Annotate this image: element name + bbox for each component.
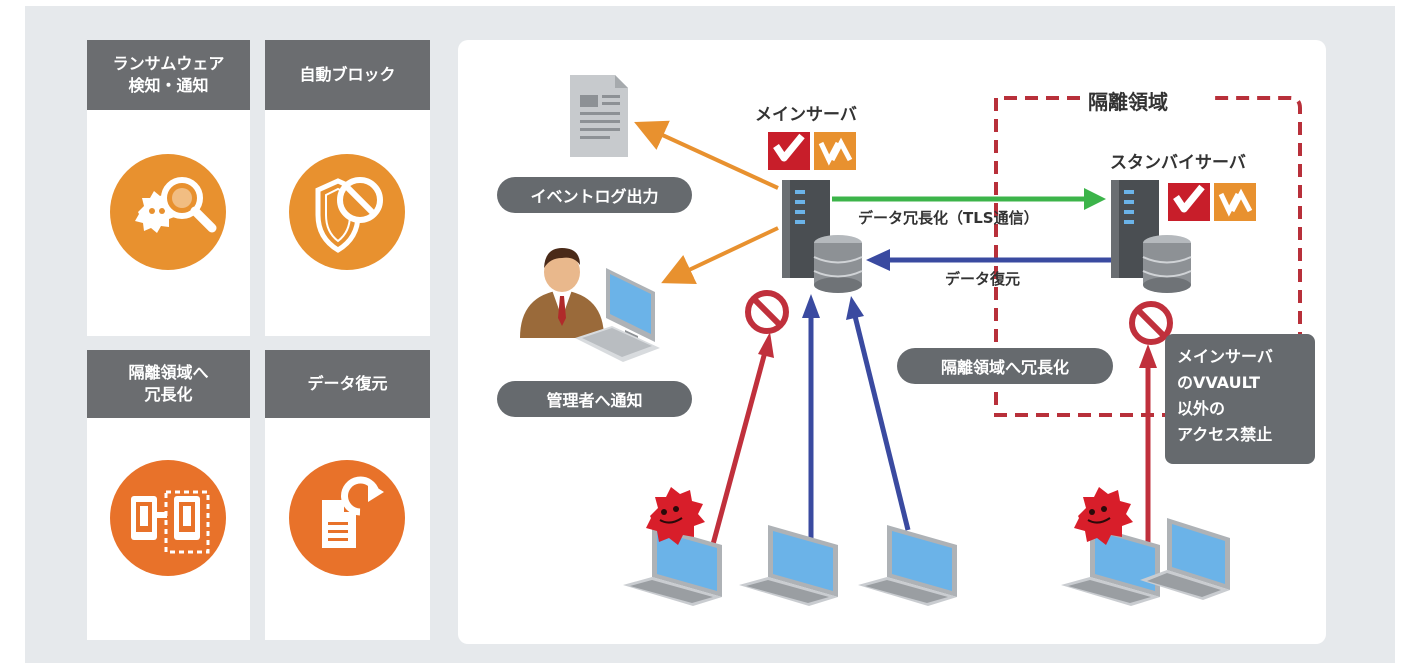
attack-arrow — [709, 351, 768, 549]
main-server-label: メインサーバ — [755, 105, 857, 125]
feature-card-title: 自動ブロック — [265, 40, 430, 110]
event-log-pill: イベントログ出力 — [497, 177, 692, 213]
document-restore-icon — [289, 460, 405, 576]
shield-block-icon — [289, 154, 405, 270]
isolation-zone-label: 隔離領域 — [1080, 86, 1176, 115]
access-restriction-note: メインサーバ のVVAULT 以外の アクセス禁止 — [1165, 334, 1315, 464]
standby-server-icon — [1111, 180, 1192, 293]
vvault-logo-va — [814, 132, 856, 170]
administrator-icon — [520, 248, 660, 362]
log-document-icon — [570, 75, 628, 157]
ransomware-icon — [646, 487, 705, 545]
vvault-logo-v — [1168, 183, 1210, 221]
isolation-redundancy-pill: 隔離領域へ冗長化 — [897, 348, 1113, 384]
admin-notify-arrow — [661, 226, 779, 284]
laptop-icon — [858, 525, 957, 606]
malware-search-icon — [110, 154, 226, 270]
main-server-icon — [782, 180, 863, 293]
server-redundancy-icon — [110, 460, 226, 576]
isolation-zone-border — [994, 96, 1302, 417]
laptop-icon — [1061, 525, 1160, 606]
laptop-icon — [623, 525, 722, 606]
log-output-arrow — [634, 120, 779, 190]
standby-server-label: スタンバイサーバ — [1110, 153, 1246, 173]
blocked-icon — [745, 290, 789, 334]
admin-notify-pill: 管理者へ通知 — [497, 381, 692, 417]
redundancy-flow-label: データ冗長化（TLS通信） — [858, 209, 1039, 227]
restore-flow-label: データ復元 — [945, 270, 1021, 288]
feature-card-title: ランサムウェア 検知・通知 — [87, 40, 250, 110]
laptop-icon — [1140, 518, 1230, 600]
vvault-logo-v — [768, 132, 810, 170]
blocked-icon — [1129, 301, 1173, 345]
ransomware-icon — [1074, 487, 1133, 545]
feature-card-title: 隔離領域へ 冗長化 — [87, 350, 250, 418]
laptop-icon — [739, 525, 838, 606]
access-arrow — [852, 315, 911, 531]
feature-card-title: データ復元 — [265, 350, 430, 418]
vvault-logo-va — [1214, 183, 1256, 221]
